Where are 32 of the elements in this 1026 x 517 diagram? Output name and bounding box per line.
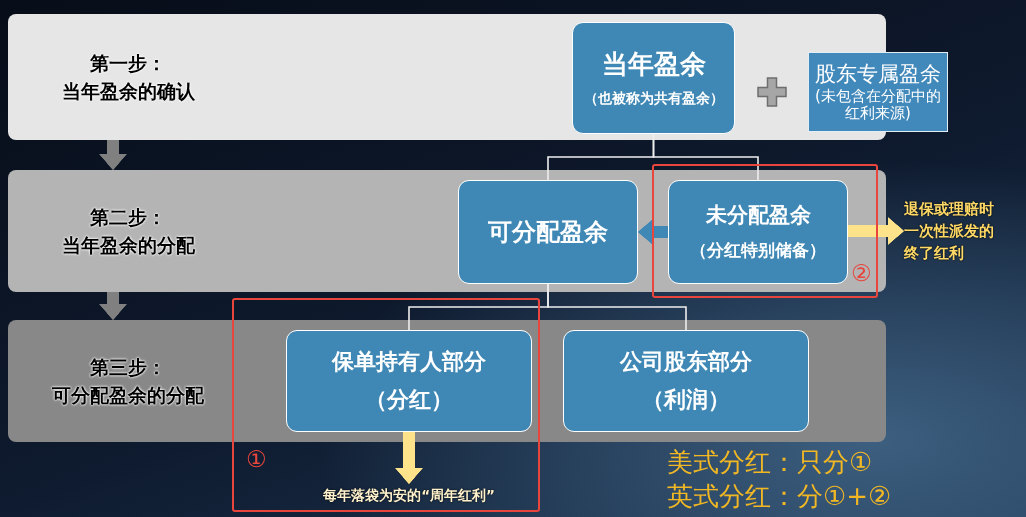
process-box [458,180,638,284]
box-title: 公司股东部分 [620,348,752,375]
process-box [668,180,848,284]
callout-number: ② [851,260,872,286]
process-box [563,330,809,432]
highlight-frame [232,298,540,512]
box-subtitle: （分红特别储备） [690,240,826,261]
annotation-text: 每年落袋为安的“周年红利” [284,484,534,506]
box-title: 保单持有人部分 [332,348,486,375]
annotation-text: 退保或理赔时一次性派发的终了红利 [904,198,1004,264]
box-subtitle: (未包含在分配中的红利来源) [814,87,942,123]
highlight-frame [652,164,878,298]
step-number: 第一步： [89,51,167,75]
step-title: 当年盈余的分配 [60,233,196,257]
box-title: 股东专属盈余 [815,61,941,86]
note-text: 英式分红：分①+② [667,480,892,512]
process-box [572,22,735,134]
connector-line [547,283,687,331]
step-number: 第三步： [89,355,167,379]
box-title: 未分配盈余 [705,203,811,229]
box-subtitle: （也被称为共有盈余） [583,90,724,107]
callout-number: ① [246,446,267,472]
step-title: 可分配盈余的分配 [51,383,205,407]
box-subtitle: （利润） [642,387,730,414]
step-number: 第二步： [89,205,167,229]
box-title: 可分配盈余 [488,217,608,247]
box-subtitle: （分红） [365,387,453,414]
box-title: 当年盈余 [601,49,706,81]
step-title: 当年盈余的确认 [60,79,196,103]
process-box [286,330,532,432]
process-box [808,52,948,132]
note-text: 美式分红：只分① [667,446,873,478]
